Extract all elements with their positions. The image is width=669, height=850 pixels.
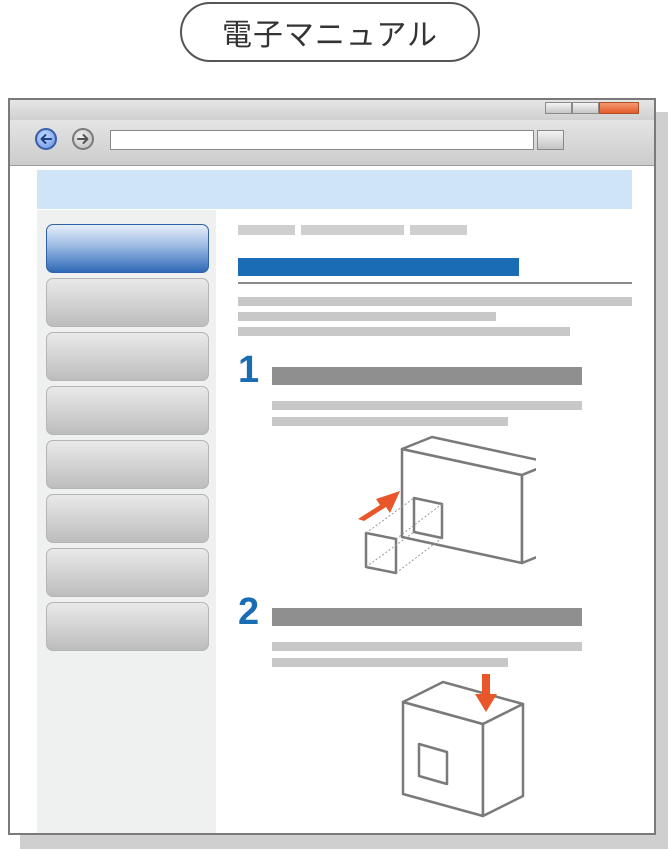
text-line-placeholder: [272, 658, 508, 667]
forward-arrow-icon: [77, 134, 89, 144]
forward-button[interactable]: [72, 128, 94, 150]
title-bar: [10, 100, 654, 120]
step-heading-placeholder: [272, 367, 582, 385]
close-button[interactable]: [599, 102, 639, 114]
text-line-placeholder: [272, 642, 582, 651]
back-arrow-icon: [40, 134, 52, 144]
minimize-button[interactable]: [545, 102, 572, 114]
browser-toolbar: [10, 120, 654, 166]
main-content: 1 2: [216, 210, 636, 830]
step-number-2: 2: [238, 591, 260, 633]
sidebar-item-6[interactable]: [46, 494, 209, 543]
sidebar-item-8[interactable]: [46, 602, 209, 651]
arrow-down-icon: [475, 674, 497, 712]
arrow-insert-icon: [358, 491, 400, 521]
site-header-band: [37, 170, 632, 209]
heading-rule: [238, 282, 632, 284]
step-2-illustration: [401, 674, 525, 818]
sidebar-item-7[interactable]: [46, 548, 209, 597]
browser-window: 1 2: [8, 98, 656, 835]
breadcrumb-placeholder[interactable]: [301, 225, 404, 235]
text-line-placeholder: [238, 312, 496, 321]
text-line-placeholder: [272, 417, 508, 426]
maximize-button[interactable]: [572, 102, 599, 114]
sidebar-item-1[interactable]: [46, 224, 209, 273]
sidebar-item-5[interactable]: [46, 440, 209, 489]
step-1-illustration: [358, 435, 536, 575]
breadcrumb-placeholder[interactable]: [410, 225, 467, 235]
sidebar-item-2[interactable]: [46, 278, 209, 327]
section-heading-placeholder: [238, 258, 519, 276]
sidebar-item-3[interactable]: [46, 332, 209, 381]
back-button[interactable]: [35, 128, 57, 150]
address-bar[interactable]: [110, 130, 534, 150]
sidebar-item-4[interactable]: [46, 386, 209, 435]
step-heading-placeholder: [272, 608, 582, 626]
step-number-1: 1: [238, 349, 260, 391]
go-button[interactable]: [537, 130, 564, 150]
text-line-placeholder: [272, 401, 582, 410]
page-title: 電子マニュアル: [180, 2, 480, 62]
text-line-placeholder: [238, 327, 570, 336]
text-line-placeholder: [238, 297, 632, 306]
sidebar: [37, 210, 216, 833]
breadcrumb-placeholder[interactable]: [238, 225, 295, 235]
